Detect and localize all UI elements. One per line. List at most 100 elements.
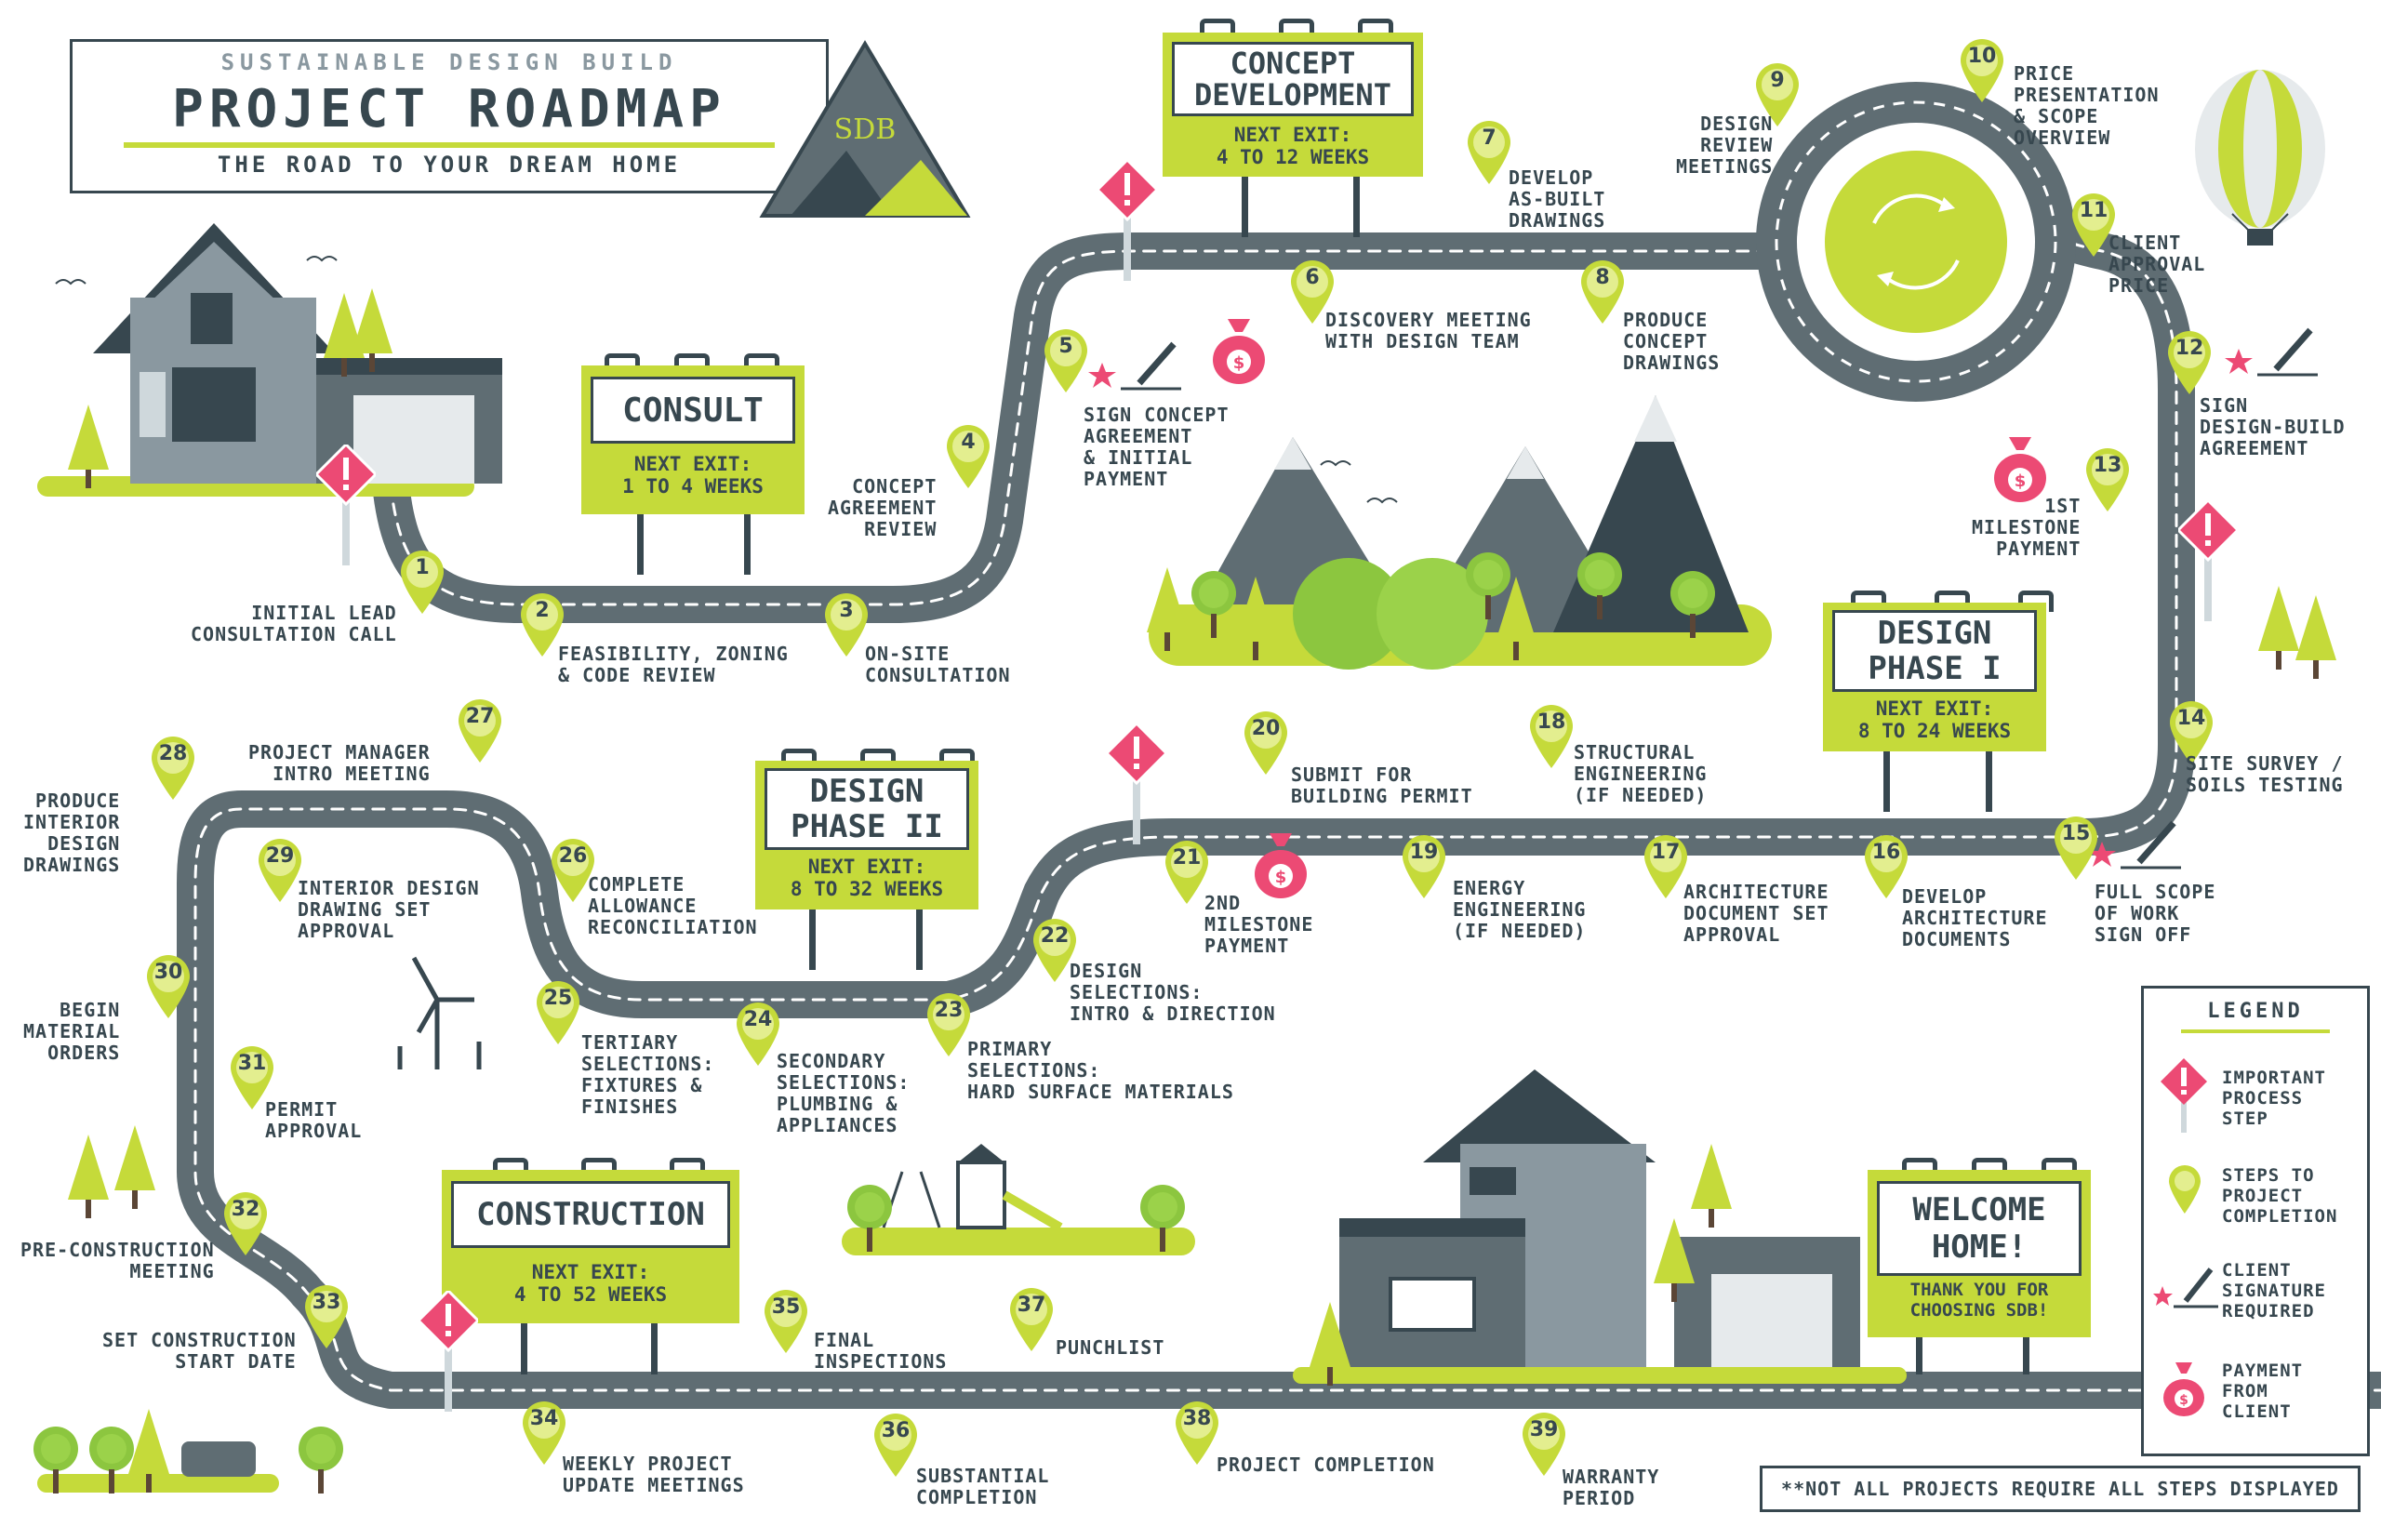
title-block: SUSTAINABLE DESIGN BUILD PROJECT ROADMAP…	[70, 39, 829, 193]
step-pin-icon: 9	[1753, 61, 1802, 128]
step-label: SUBMIT FOR BUILDING PERMIT	[1291, 763, 1473, 807]
pen-signature-icon	[2153, 1268, 2218, 1308]
step-pin-icon: 17	[1642, 833, 1690, 900]
step-number: 32	[231, 1198, 260, 1221]
step-label: SIGN CONCEPT AGREEMENT & INITIAL PAYMENT	[1084, 404, 1230, 490]
pen-signature-icon	[2225, 321, 2318, 390]
step-pin-icon: 36	[871, 1412, 920, 1479]
step-label: 2ND MILESTONE PAYMENT	[1204, 892, 1314, 957]
step-label: SET CONSTRUCTION START DATE	[102, 1329, 297, 1373]
step-label: PRIMARY SELECTIONS: HARD SURFACE MATERIA…	[967, 1038, 1234, 1103]
step-number: 18	[1536, 710, 1566, 734]
map-pin-icon	[2169, 1165, 2201, 1214]
svg-text:$: $	[2015, 471, 2027, 491]
pen-signature-icon	[1088, 335, 1181, 404]
step-number: 19	[1409, 841, 1439, 864]
step-label: WEEKLY PROJECT UPDATE MEETINGS	[563, 1453, 745, 1496]
roundabout	[1756, 82, 2076, 402]
step-number: 13	[2093, 454, 2122, 477]
step-label: ARCHITECTURE DOCUMENT SET APPROVAL	[1683, 881, 1829, 946]
step-number: 17	[1651, 841, 1681, 864]
svg-text:$: $	[1275, 868, 1287, 887]
billboard-welcome-exit: THANK YOU FOR CHOOSING SDB!	[1909, 1280, 2049, 1321]
legend-item-steps: STEPS TO PROJECT COMPLETION	[2222, 1165, 2338, 1227]
header-underline	[124, 142, 775, 148]
step-number: 1	[415, 556, 430, 579]
step-pin-icon: 22	[1031, 917, 1079, 984]
step-label: BEGIN MATERIAL ORDERS	[23, 999, 121, 1064]
legend-item-important: IMPORTANT PROCESS STEP	[2222, 1068, 2326, 1129]
billboard-design2-title: DESIGN PHASE II	[765, 768, 969, 850]
step-label: PUNCHLIST	[1056, 1336, 1165, 1359]
mountains-scene	[1147, 395, 1772, 670]
step-number: 28	[158, 742, 188, 765]
svg-text:$: $	[1233, 353, 1245, 373]
step-number: 7	[1482, 126, 1496, 150]
wind-turbines	[397, 956, 482, 1069]
step-number: 29	[265, 844, 295, 868]
step-pin-icon: 33	[302, 1283, 351, 1350]
step-number: 10	[1967, 45, 1997, 68]
step-number: 15	[2061, 822, 2091, 845]
step-number: 35	[771, 1295, 801, 1319]
step-number: 31	[237, 1052, 267, 1075]
step-pin-icon: 16	[1862, 833, 1910, 900]
step-pin-icon: 3	[822, 591, 871, 658]
billboard-concept-exit: NEXT EXIT: 4 TO 12 WEEKS	[1216, 124, 1370, 168]
billboard-design1-exit: NEXT EXIT: 8 TO 24 WEEKS	[1857, 697, 2012, 742]
step-label: WARRANTY PERIOD	[1563, 1466, 1660, 1509]
step-number: 22	[1040, 924, 1070, 948]
step-label: DEVELOP ARCHITECTURE DOCUMENTS	[1902, 885, 2048, 950]
step-label: PROJECT MANAGER INTRO MEETING	[248, 741, 431, 785]
step-label: PRODUCE CONCEPT DRAWINGS	[1623, 309, 1721, 374]
step-label: PRE-CONSTRUCTION MEETING	[20, 1239, 215, 1282]
legend: LEGEND IMPORTANT PROCESS STEP STEPS TO P…	[2141, 986, 2370, 1456]
step-label: PRODUCE INTERIOR DESIGN DRAWINGS	[23, 790, 121, 876]
svg-text:$: $	[2179, 1393, 2188, 1408]
step-label: DEVELOP AS-BUILT DRAWINGS	[1509, 166, 1606, 232]
money-bag-icon: $	[1209, 312, 1269, 390]
step-number: 12	[2175, 337, 2204, 360]
billboard-concept-title: CONCEPT DEVELOPMENT	[1172, 42, 1414, 116]
step-label: PERMIT APPROVAL	[265, 1098, 363, 1142]
step-number: 36	[881, 1419, 911, 1442]
step-label: ENERGY ENGINEERING (IF NEEDED)	[1453, 877, 1587, 942]
step-pin-icon: 34	[520, 1400, 568, 1467]
step-pin-icon: 28	[149, 735, 197, 802]
step-number: 5	[1058, 335, 1073, 358]
step-pin-icon: 37	[1007, 1286, 1056, 1353]
step-number: 37	[1017, 1294, 1046, 1317]
step-number: 8	[1595, 266, 1610, 289]
step-pin-icon: 21	[1163, 839, 1211, 906]
step-number: 16	[1871, 841, 1901, 864]
billboard-design1-title: DESIGN PHASE I	[1832, 610, 2037, 692]
step-pin-icon: 26	[549, 837, 597, 904]
step-pin-icon: 5	[1042, 327, 1090, 394]
starting-house	[37, 223, 502, 497]
step-pin-icon: 1	[398, 549, 446, 616]
step-label: ON-SITE CONSULTATION	[865, 643, 1011, 686]
step-pin-icon: 13	[2083, 446, 2132, 513]
step-number: 21	[1172, 846, 1202, 870]
step-number: 39	[1529, 1418, 1559, 1441]
money-bag-icon: $	[2163, 1362, 2204, 1416]
step-pin-icon: 8	[1578, 259, 1627, 325]
step-label: DISCOVERY MEETING WITH DESIGN TEAM	[1325, 309, 1532, 352]
legend-item-signature: CLIENT SIGNATURE REQUIRED	[2222, 1260, 2326, 1321]
billboard-construction-exit: NEXT EXIT: 4 TO 52 WEEKS	[513, 1261, 668, 1306]
header-subtitle: SUSTAINABLE DESIGN BUILD	[220, 49, 678, 75]
legend-title: LEGEND	[2207, 1000, 2304, 1023]
step-label: FINAL INSPECTIONS	[814, 1329, 948, 1373]
step-number: 3	[839, 599, 854, 622]
step-number: 38	[1182, 1407, 1212, 1430]
step-pin-icon: 24	[734, 1001, 782, 1068]
step-pin-icon: 38	[1173, 1400, 1221, 1467]
step-pin-icon: 4	[944, 423, 992, 490]
step-pin-icon: 14	[2167, 699, 2215, 766]
footnote: **NOT ALL PROJECTS REQUIRE ALL STEPS DIS…	[1760, 1466, 2361, 1512]
step-pin-icon: 23	[924, 991, 973, 1058]
warning-sign-icon	[1095, 157, 1160, 281]
step-pin-icon: 30	[144, 953, 193, 1020]
legend-item-payment: PAYMENT FROM CLIENT	[2222, 1361, 2304, 1422]
